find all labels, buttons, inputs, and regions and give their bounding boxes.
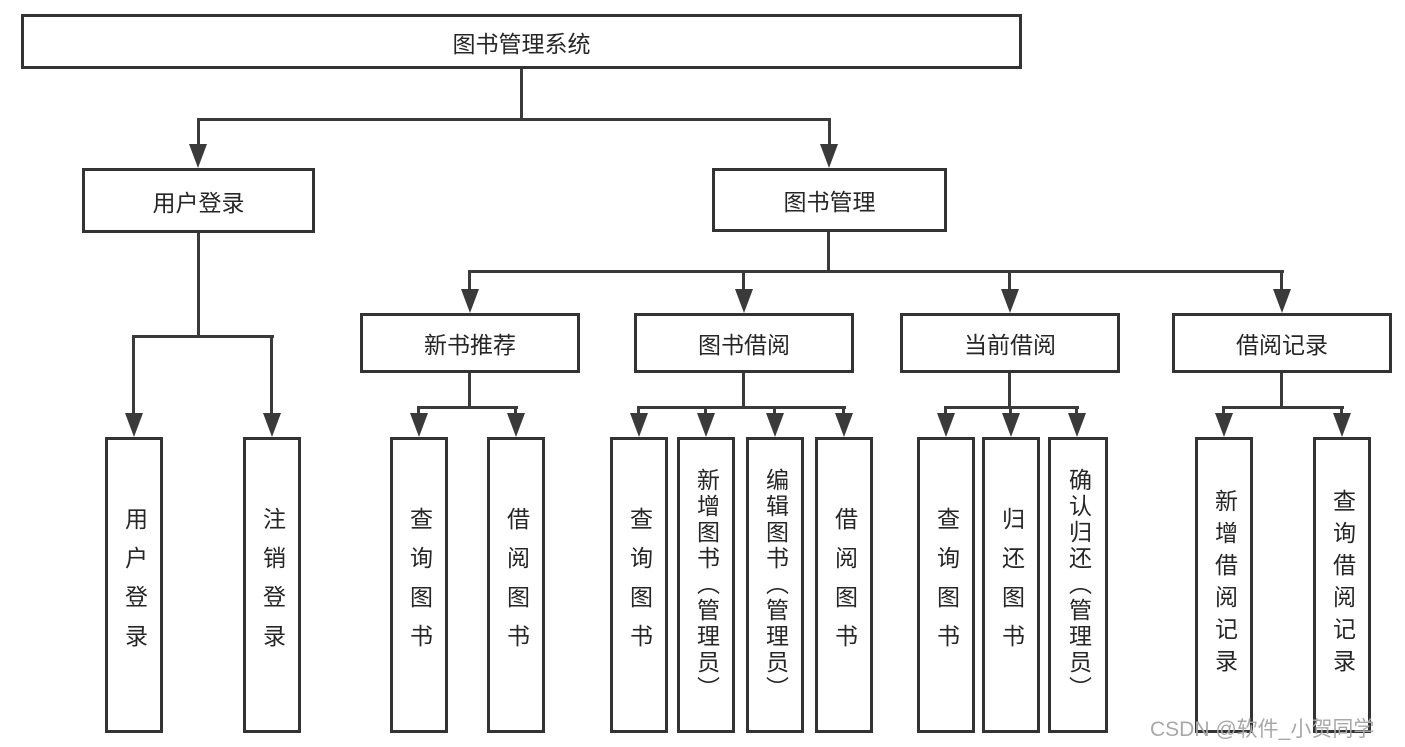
connector-leaf-drop: [1340, 406, 1343, 416]
arrow-down-icon: [1215, 413, 1233, 437]
connector-book-mgmt-drop: [828, 121, 831, 145]
connector-leaf-drop: [132, 335, 135, 415]
arrow-down-icon: [937, 413, 955, 437]
leaf-query-books: 查询图书: [390, 437, 448, 733]
arrow-down-icon: [835, 413, 853, 437]
connector-l3-stem: [468, 373, 471, 406]
connector-user-login-stem: [197, 233, 200, 335]
arrow-down-icon: [820, 144, 838, 168]
connector-leaf-rail: [1222, 406, 1344, 409]
leaf-query-borrow-record: 查询借阅记录: [1313, 437, 1371, 733]
connector-leaf-drop: [1075, 406, 1078, 416]
arrow-down-icon: [630, 413, 648, 437]
node-new-book-recommend: 新书推荐: [360, 313, 580, 373]
connector-leaf-rail: [417, 406, 518, 409]
connector-leaf-drop: [773, 406, 776, 416]
node-current-borrowing: 当前借阅: [900, 313, 1120, 373]
node-book-borrowing: 图书借阅: [634, 313, 854, 373]
connector-leaf-drop: [842, 406, 845, 416]
arrow-down-icon: [410, 413, 428, 437]
arrow-down-icon: [1068, 413, 1086, 437]
leaf-confirm-return-admin: 确认归还（管理员）: [1048, 437, 1108, 733]
connector-l3-drop: [1280, 273, 1283, 291]
arrow-down-icon: [1001, 289, 1019, 313]
connector-leaf-drop: [514, 406, 517, 416]
leaf-query-books: 查询图书: [610, 437, 668, 733]
connector-root-stem: [520, 69, 523, 118]
arrow-down-icon: [125, 413, 143, 437]
connector-l3-drop: [1008, 273, 1011, 291]
node-borrowing-records: 借阅记录: [1172, 313, 1392, 373]
connector-leaf-drop: [1222, 406, 1225, 416]
connector-leaf-drop: [417, 406, 420, 416]
leaf-add-borrow-record: 新增借阅记录: [1195, 437, 1253, 733]
connector-leaf-drop: [704, 406, 707, 416]
arrow-down-icon: [766, 413, 784, 437]
arrow-down-icon: [1273, 289, 1291, 313]
leaf-borrow-books: 借阅图书: [487, 437, 545, 733]
arrow-down-icon: [461, 289, 479, 313]
arrow-down-icon: [697, 413, 715, 437]
arrow-down-icon: [263, 413, 281, 437]
connector-user-login-drop: [197, 121, 200, 145]
arrow-down-icon: [189, 144, 207, 168]
node-user-login: 用户登录: [82, 168, 315, 233]
connector-book-mgmt-stem: [827, 232, 830, 270]
connector-leaf-drop: [270, 335, 273, 415]
connector-l3-stem: [1280, 373, 1283, 406]
connector-l3-drop: [742, 273, 745, 291]
node-book-management: 图书管理: [712, 168, 947, 232]
leaf-logout: 注销登录: [243, 437, 301, 733]
connector-root-rail: [197, 118, 831, 121]
leaf-user-login: 用户登录: [105, 437, 163, 733]
connector-l3-drop: [468, 273, 471, 291]
connector-l3-stem: [1008, 373, 1011, 406]
arrow-down-icon: [735, 289, 753, 313]
arrow-down-icon: [507, 413, 525, 437]
connector-l3-stem: [742, 373, 745, 406]
connector-user-login-rail: [132, 335, 274, 338]
csdn-watermark: CSDN @软件_小贺同学: [1150, 718, 1375, 741]
arrow-down-icon: [1002, 413, 1020, 437]
leaf-borrow-books: 借阅图书: [815, 437, 873, 733]
connector-level3-rail: [468, 270, 1284, 273]
leaf-add-books-admin: 新增图书（管理员）: [677, 437, 735, 733]
connector-leaf-drop: [944, 406, 947, 416]
leaf-edit-books-admin: 编辑图书（管理员）: [746, 437, 804, 733]
node-library-system: 图书管理系统: [21, 14, 1022, 69]
connector-leaf-drop: [1009, 406, 1012, 416]
leaf-query-books: 查询图书: [917, 437, 975, 733]
leaf-return-books: 归还图书: [982, 437, 1040, 733]
arrow-down-icon: [1333, 413, 1351, 437]
connector-leaf-drop: [637, 406, 640, 416]
connector-leaf-rail: [637, 406, 846, 409]
